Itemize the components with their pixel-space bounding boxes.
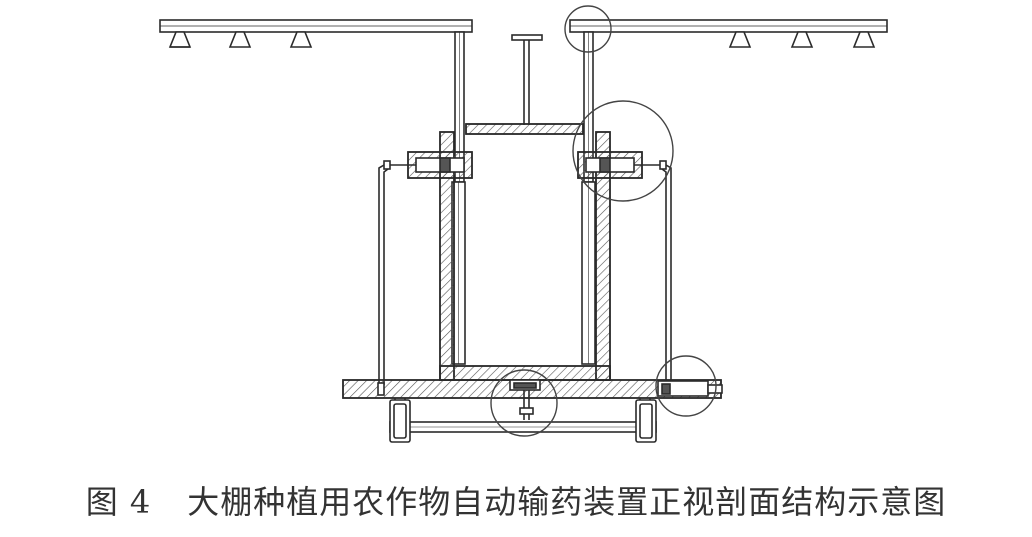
right-cylinder [577,151,667,179]
left-cylinder [383,151,473,179]
center-top-support [511,34,543,125]
nozzle [790,31,814,48]
nozzle [289,31,313,48]
callout-circle-right-base [655,355,717,417]
right-side-hose [661,164,672,380]
callout-circle-top [564,5,612,53]
left-nozzles [168,31,313,48]
tank [439,131,611,381]
right-nozzles [728,31,876,48]
detail-callouts [490,5,717,437]
left-wheel [389,399,411,443]
figure-title: 大棚种植用农作物自动输药装置正视剖面结构示意图 [187,483,947,521]
figure-number: 图 4 [85,483,152,521]
right-wheel [635,399,657,443]
nozzle [728,31,752,48]
callout-circle-right-cylinder [572,100,674,202]
left-side-hose [378,164,389,385]
figure-caption: 图 4 大棚种植用农作物自动输药装置正视剖面结构示意图 [0,474,1032,530]
right-vertical-pipe [581,31,596,365]
nozzle [852,31,876,48]
undercarriage [389,398,657,443]
top-crossbar [465,123,584,135]
nozzle [228,31,252,48]
callout-circle-valve [490,369,558,437]
nozzle [168,31,192,48]
bottom-valve [509,379,541,420]
